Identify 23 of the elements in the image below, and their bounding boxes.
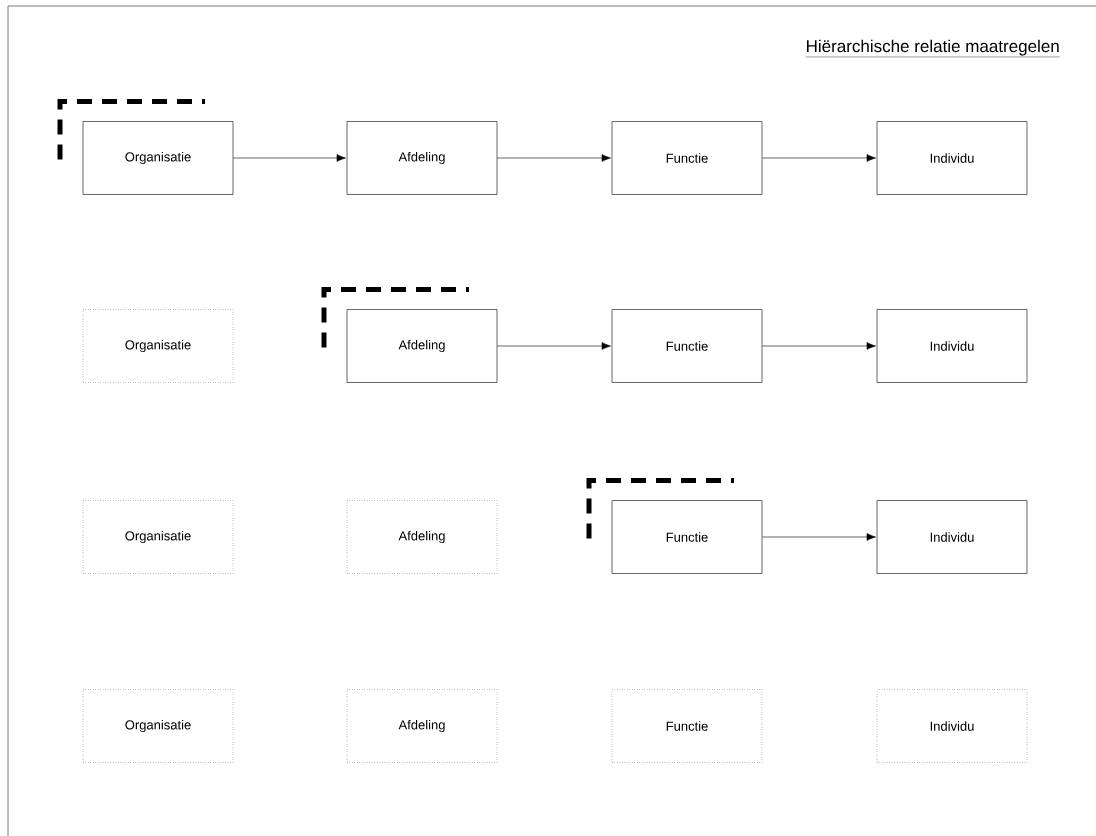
process-box: Afdeling bbox=[346, 121, 498, 195]
inactive-box: Organisatie bbox=[82, 689, 234, 763]
inactive-box: Organisatie bbox=[82, 309, 234, 383]
arrow bbox=[497, 342, 611, 350]
inactive-box: Functie bbox=[611, 689, 763, 763]
process-box: Afdeling bbox=[346, 309, 498, 383]
process-box: Individu bbox=[876, 309, 1028, 383]
process-box: Individu bbox=[876, 500, 1028, 574]
inactive-box: Organisatie bbox=[82, 500, 234, 574]
arrow bbox=[762, 533, 876, 541]
inactive-box: Afdeling bbox=[346, 500, 498, 574]
process-box: Functie bbox=[611, 121, 763, 195]
process-box: Functie bbox=[611, 309, 763, 383]
inactive-box: Afdeling bbox=[346, 689, 498, 763]
process-box: Functie bbox=[611, 500, 763, 574]
process-box: Organisatie bbox=[82, 121, 234, 195]
arrow bbox=[762, 154, 876, 162]
arrow bbox=[762, 342, 876, 350]
title: Hiërarchische relatie maatregelen bbox=[805, 39, 1060, 58]
inactive-box: Individu bbox=[876, 689, 1028, 763]
process-box: Individu bbox=[876, 121, 1028, 195]
arrow bbox=[233, 154, 346, 162]
arrow bbox=[497, 154, 611, 162]
